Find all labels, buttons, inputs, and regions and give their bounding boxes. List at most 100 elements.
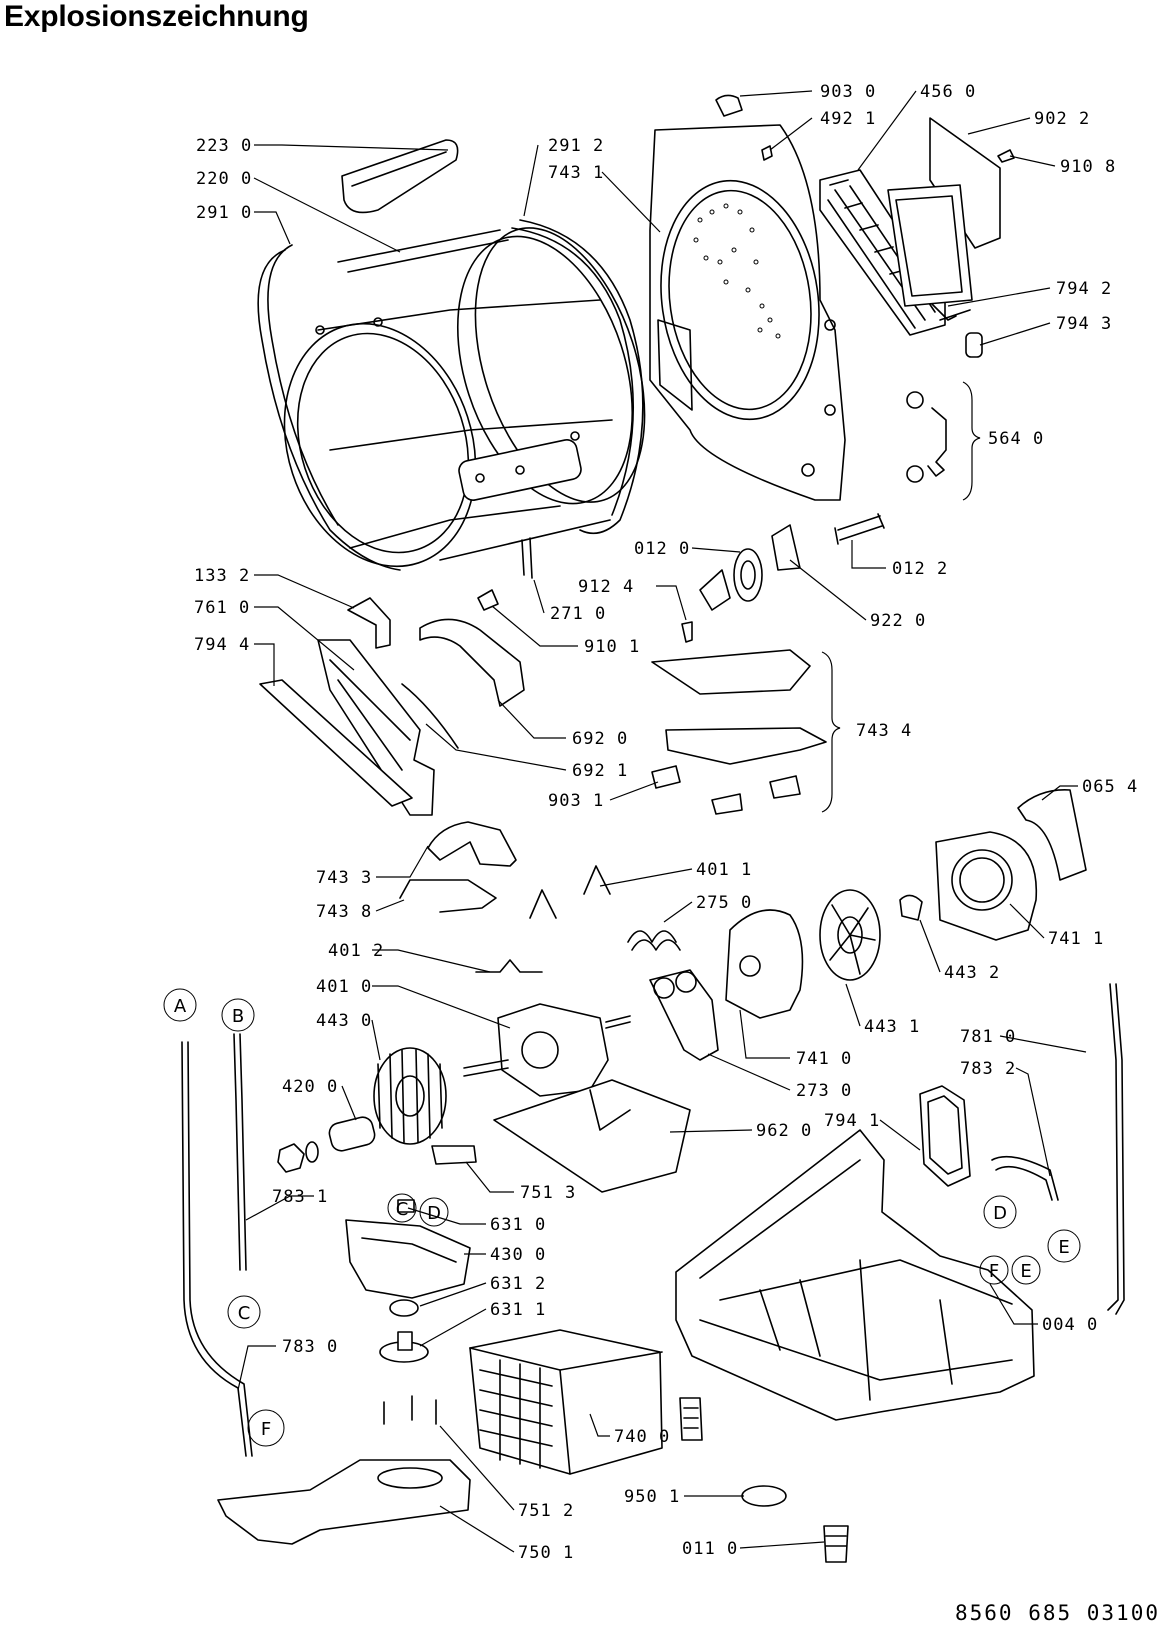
label-2200: 220 0	[196, 169, 252, 189]
control-board	[345, 1199, 471, 1299]
connector-c-hose: C	[238, 1303, 251, 1324]
foot-0110	[823, 1525, 849, 1563]
label-4011: 401 1	[696, 860, 752, 880]
connector-e-hose: E	[1058, 1237, 1069, 1258]
label-6312: 631 2	[490, 1274, 546, 1294]
screw-9124	[681, 621, 693, 643]
belt-tensioner-spring	[771, 524, 801, 571]
bracket-set-5640	[906, 381, 981, 501]
label-1332: 133 2	[194, 566, 250, 586]
foot-9501	[679, 1397, 703, 1441]
label-6310: 631 0	[490, 1215, 546, 1235]
base-frame	[675, 1129, 1035, 1421]
label-4431: 443 1	[864, 1017, 920, 1037]
cover-plate-lower	[665, 727, 827, 765]
duct-clip-6921	[401, 683, 459, 749]
label-7944: 794 4	[194, 635, 250, 655]
label-7512: 751 2	[518, 1501, 574, 1521]
label-4012: 401 2	[328, 941, 384, 961]
label-9022: 902 2	[1034, 109, 1090, 129]
drum-roller	[699, 548, 763, 611]
clip-9031-b	[711, 793, 743, 815]
cover-plate-upper	[651, 649, 811, 695]
label-4200: 420 0	[282, 1077, 338, 1097]
label-6311: 631 1	[490, 1300, 546, 1320]
label-2710: 271 0	[550, 604, 606, 624]
label-9501: 950 1	[624, 1487, 680, 1507]
fan-duct-0654	[1017, 789, 1087, 881]
label-7941: 794 1	[824, 1111, 880, 1131]
screw-4921	[761, 145, 773, 161]
bracket-7434	[821, 651, 841, 813]
part-labels: 223 0 220 0 291 0 291 2 743 1 903 0 492 …	[194, 82, 1138, 1563]
drum-lifter	[341, 139, 459, 214]
connector-d-board: D	[427, 1203, 441, 1224]
label-9030: 903 0	[820, 82, 876, 102]
drive-motor	[463, 1003, 631, 1097]
motor-bracket-4012	[475, 959, 543, 973]
document-number: 8560 685 03100	[955, 1601, 1160, 1625]
contacts-7512	[383, 1395, 437, 1425]
leader-lines	[237, 90, 1087, 1553]
cable-clip	[715, 94, 743, 117]
thermostat-ring	[965, 332, 983, 358]
clip-9031-c	[769, 775, 801, 799]
motor-housing-7410	[725, 909, 804, 1019]
label-7438: 743 8	[316, 902, 372, 922]
label-0120: 012 0	[634, 539, 690, 559]
label-4432: 443 2	[944, 963, 1000, 983]
drum	[283, 227, 646, 568]
connector-d-hose: D	[993, 1203, 1007, 1224]
label-4560: 456 0	[920, 82, 976, 102]
label-4010: 401 0	[316, 977, 372, 997]
heat-exchanger	[469, 1329, 663, 1475]
label-0040: 004 0	[1042, 1315, 1098, 1335]
air-duct-6920	[419, 618, 525, 707]
connector-b: B	[232, 1006, 244, 1027]
hose-7831	[233, 1033, 247, 1271]
label-2230: 223 0	[196, 136, 252, 156]
roller-shaft	[834, 513, 885, 545]
label-6920: 692 0	[572, 729, 628, 749]
drum-wires	[521, 537, 533, 579]
connector-e-frame: E	[1020, 1261, 1031, 1282]
label-0122: 012 2	[892, 559, 948, 579]
hose-7810	[1107, 983, 1125, 1315]
label-7830: 783 0	[282, 1337, 338, 1357]
screw-9108	[997, 149, 1015, 163]
label-7942: 794 2	[1056, 279, 1112, 299]
label-9101: 910 1	[584, 637, 640, 657]
fan-housing-7411	[935, 831, 1038, 941]
blower-shaft	[277, 1116, 376, 1173]
label-9620: 962 0	[756, 1121, 812, 1141]
label-4921: 492 1	[820, 109, 876, 129]
label-7832: 783 2	[960, 1059, 1016, 1079]
connector-a: A	[174, 996, 187, 1017]
label-7501: 750 1	[518, 1543, 574, 1563]
label-7410: 741 0	[796, 1049, 852, 1069]
wire-bracket-7438	[399, 879, 497, 913]
clip-4011-a	[529, 889, 557, 919]
lint-filter-holder	[317, 639, 435, 816]
plug-7513	[431, 1145, 477, 1165]
label-0654: 065 4	[1082, 777, 1138, 797]
label-9108: 910 8	[1060, 157, 1116, 177]
motor-shield-9620	[493, 1079, 691, 1193]
connector-f-hose: F	[261, 1419, 271, 1440]
label-5640: 564 0	[988, 429, 1044, 449]
label-7431: 743 1	[548, 163, 604, 183]
label-6921: 692 1	[572, 761, 628, 781]
fan-clamp-4432	[899, 894, 923, 921]
label-0110: 011 0	[682, 1539, 738, 1559]
front-blower-wheel	[373, 1047, 447, 1145]
idler-pulley-arm	[649, 969, 719, 1061]
filter-gasket	[259, 679, 413, 807]
label-2912: 291 2	[548, 136, 604, 156]
clip-1332	[347, 597, 391, 649]
connector-f-frame: F	[989, 1261, 999, 1282]
connector-refs: A B C C D D E E F F	[163, 988, 1081, 1447]
knob-6311	[379, 1331, 429, 1363]
label-9220: 922 0	[870, 611, 926, 631]
base-plate-7501	[217, 1459, 471, 1545]
